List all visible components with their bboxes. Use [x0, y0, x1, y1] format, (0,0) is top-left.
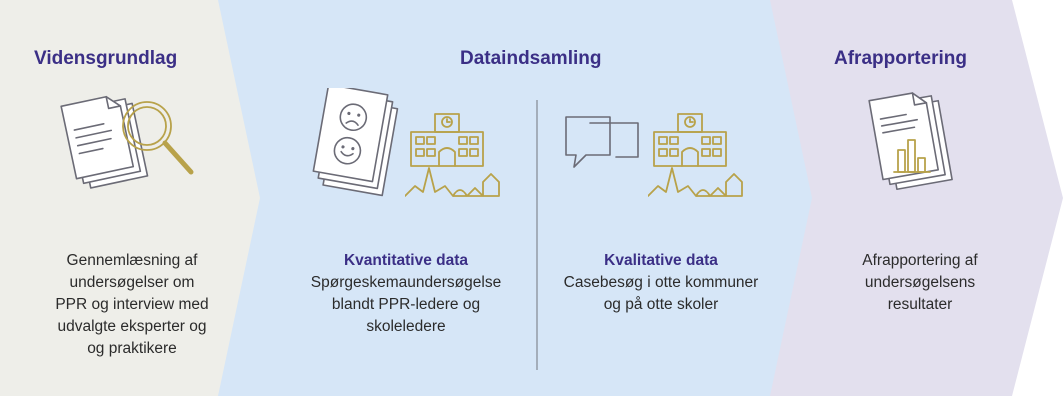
town-skyline-icon — [405, 167, 500, 197]
title-dataindsamling: Dataindsamling — [460, 48, 602, 69]
description-kvalitativ: Kvalitative data Casebesøg i otte kommun… — [550, 250, 772, 316]
school-building-icon — [405, 113, 500, 197]
description-line: blandt PPR-ledere og — [331, 296, 481, 313]
title-vidensgrundlag: Vidensgrundlag — [34, 48, 178, 69]
description-line: PPR og interview med — [55, 296, 209, 313]
description-line: undersøgelsens — [864, 274, 976, 291]
description-line: udvalgte eksperter og — [57, 318, 207, 335]
description-line: Casebesøg i otte kommuner — [563, 274, 759, 291]
description-line: skoleledere — [366, 318, 446, 335]
description-line: undersøgelser om — [69, 274, 195, 291]
subtitle-kvantitativ: Kvantitative data — [343, 252, 469, 269]
description-line: Afrapportering af — [862, 252, 978, 269]
description-line: Gennemlæsning af — [66, 252, 198, 269]
school-building-icon — [648, 113, 743, 197]
title-afrapportering: Afrapportering — [834, 48, 967, 69]
survey-faces-icon — [312, 88, 399, 197]
report-chart-icon — [868, 92, 953, 191]
subtitle-kvalitativ: Kvalitative data — [604, 252, 718, 269]
description-line: resultater — [887, 296, 953, 313]
description-afrapportering: Afrapportering af undersøgelsens resulta… — [830, 250, 1010, 316]
description-line: og på otte skoler — [603, 296, 719, 313]
speech-bubbles-icon — [565, 116, 639, 168]
document-magnifier-icon — [60, 95, 194, 189]
town-skyline-icon — [648, 167, 743, 197]
chevron-afrapportering — [770, 0, 1063, 396]
description-vidensgrundlag: Gennemlæsning af undersøgelser om PPR og… — [14, 250, 250, 360]
chevron-vidensgrundlag — [0, 0, 292, 396]
description-line: Spørgeskemaundersøgelse — [310, 274, 502, 291]
description-line: og praktikere — [87, 340, 177, 357]
description-kvantitativ: Kvantitative data Spørgeskemaundersøgels… — [286, 250, 526, 338]
